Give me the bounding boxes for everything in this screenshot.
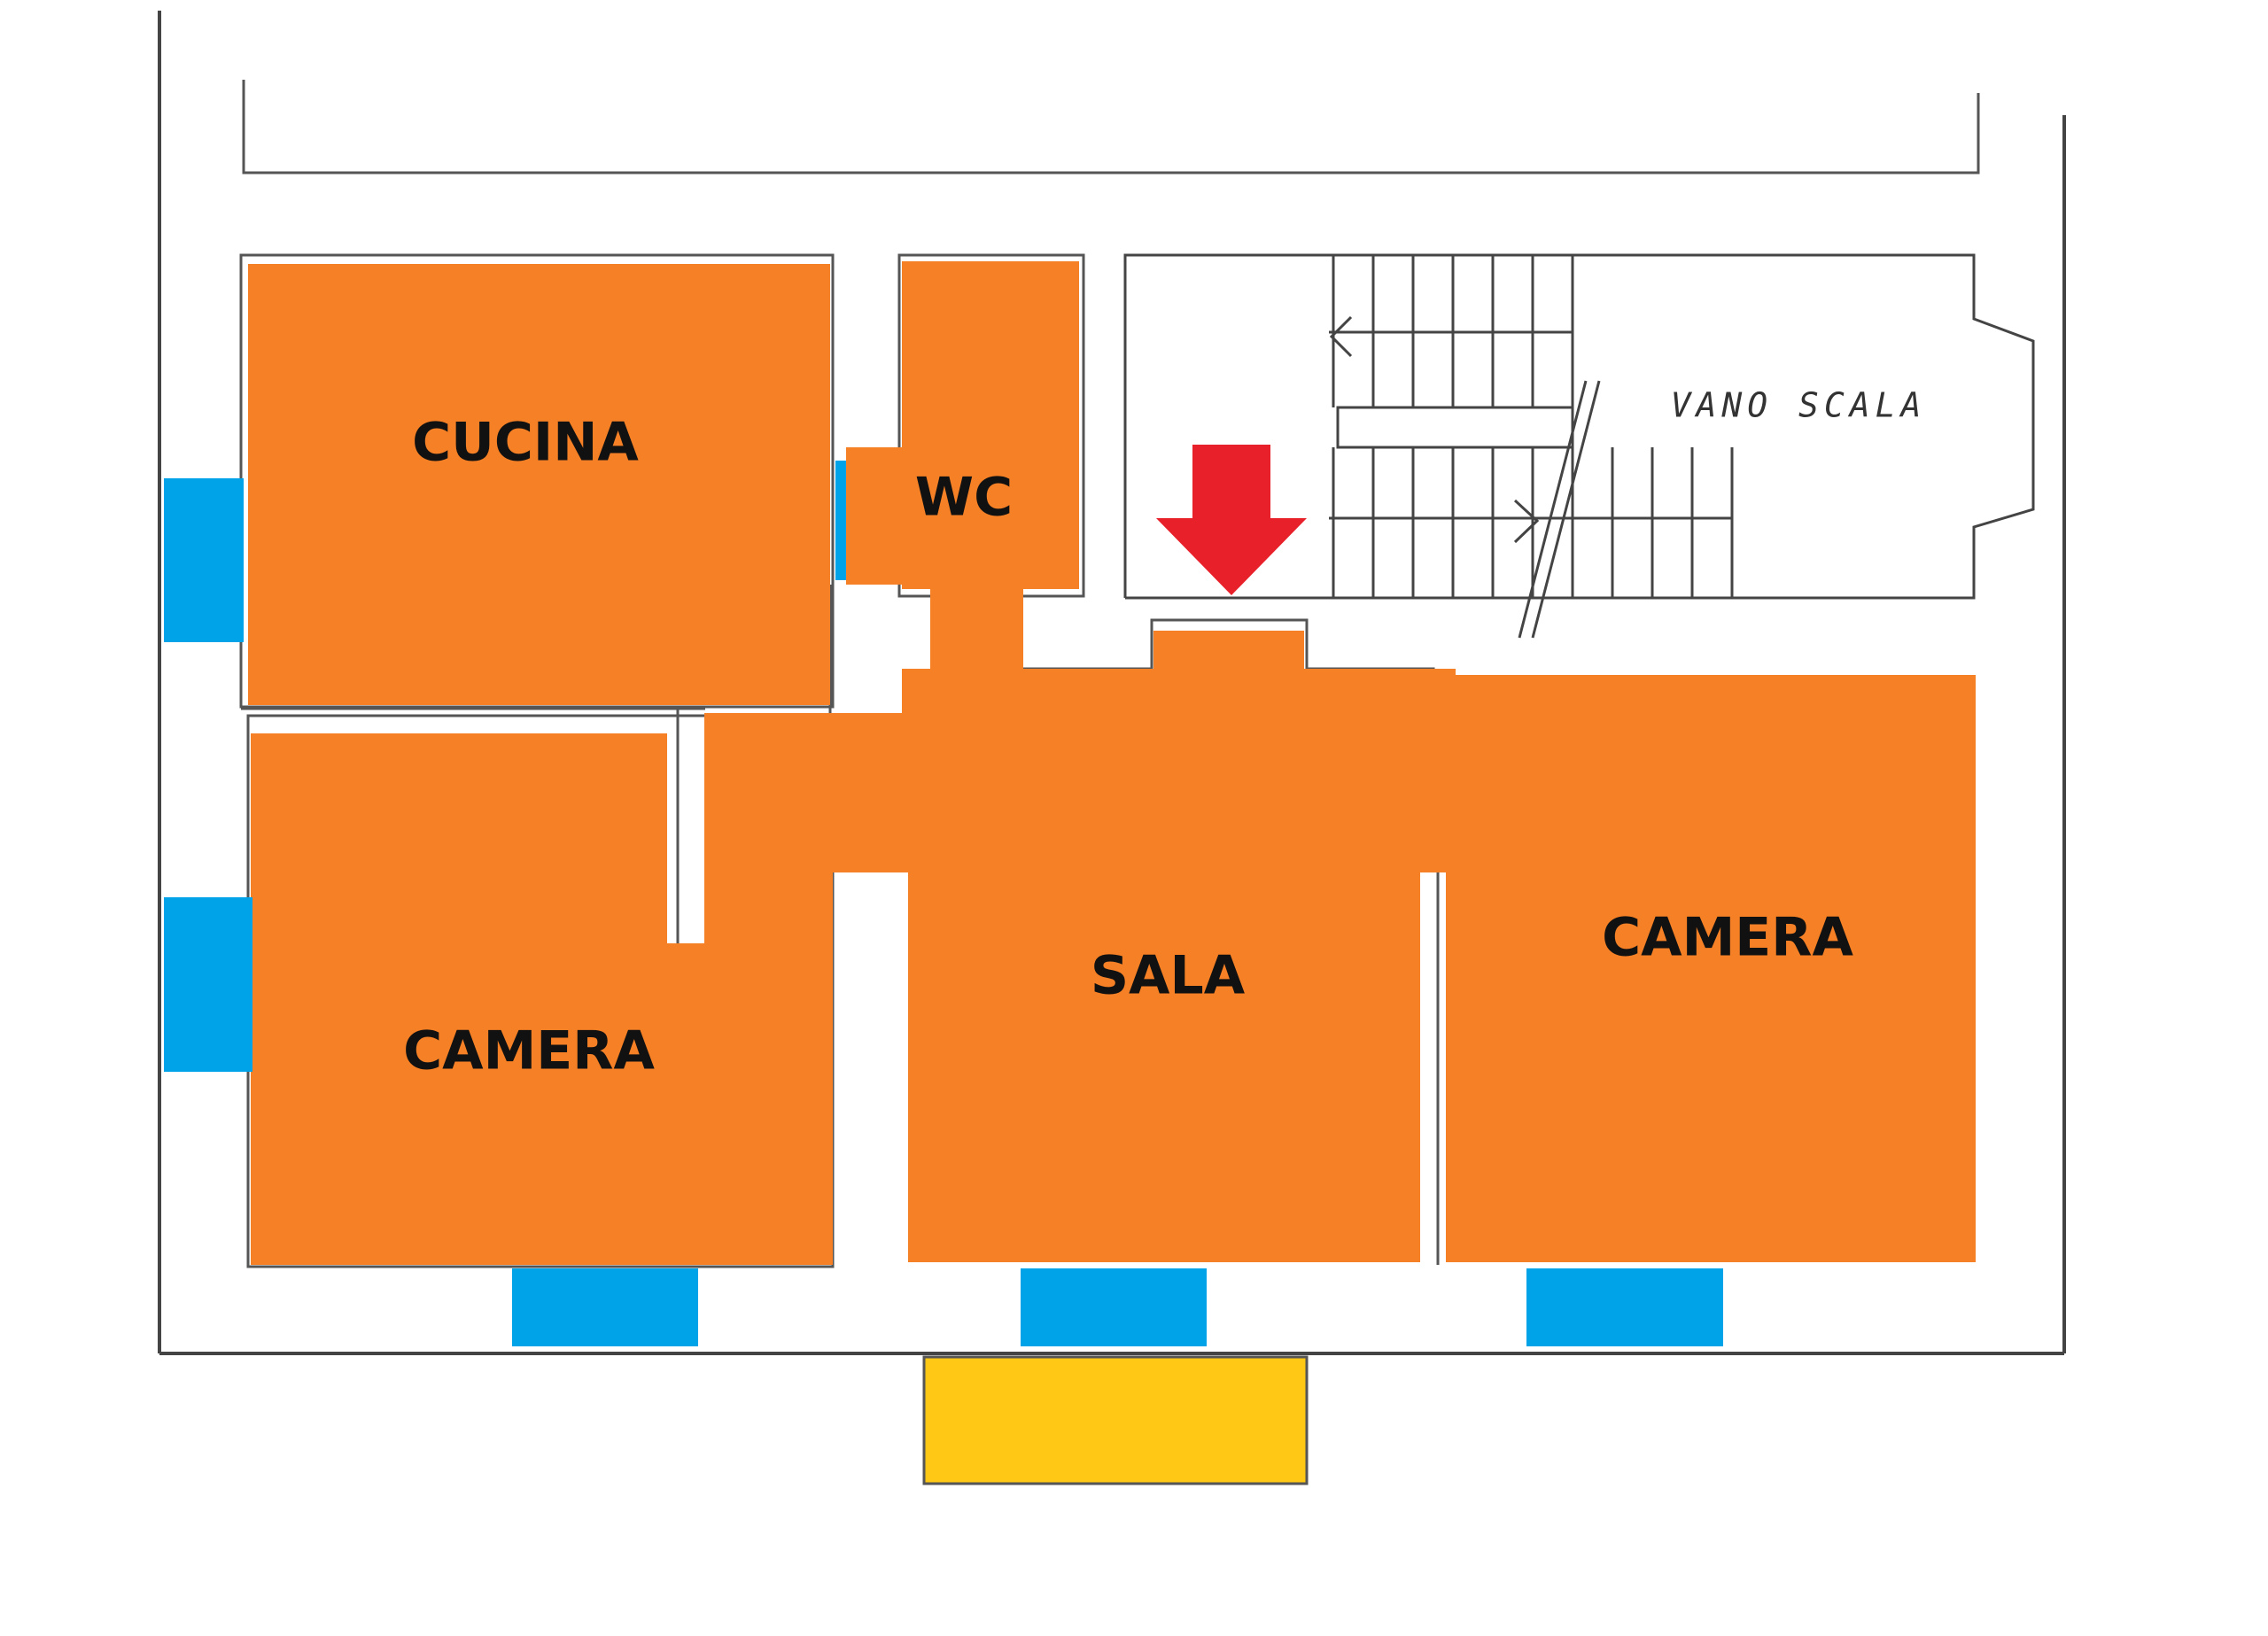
window-wc — [835, 461, 846, 580]
room-label-camera-right: CAMERA — [1602, 907, 1853, 969]
window-sala — [1021, 1268, 1207, 1346]
room-sala — [908, 872, 1420, 1262]
room-label-wc: WC — [915, 467, 1013, 529]
window-camera-left-side — [164, 897, 252, 1072]
rooms — [248, 261, 1976, 1265]
entrance-arrow-icon — [1156, 445, 1307, 595]
window-camera-right — [1526, 1268, 1723, 1346]
stair-treads — [1329, 255, 1734, 598]
stairwell-label: VANO SCALA — [1671, 386, 1927, 425]
windows — [164, 461, 1723, 1346]
balcony — [922, 1355, 1309, 1485]
window-cucina — [164, 478, 244, 642]
stair-break-marks — [1518, 380, 1601, 639]
room-cucina — [248, 264, 830, 705]
room-label-cucina: CUCINA — [412, 412, 639, 474]
room-wc — [846, 261, 1079, 589]
stair-arrow-right — [1513, 499, 1540, 544]
room-camera-right — [1422, 675, 1976, 1262]
stairwell: VANO SCALA — [1123, 253, 2035, 639]
window-camera-left-bottom — [512, 1268, 698, 1346]
stair-arrow-left — [1329, 315, 1353, 358]
building-outline — [158, 11, 2066, 1355]
room-camera-left — [251, 713, 833, 1265]
room-labels: CUCINA WC CAMERA SALA CAMERA — [403, 412, 1853, 1082]
room-label-camera-left: CAMERA — [403, 1020, 655, 1082]
room-label-sala: SALA — [1091, 945, 1246, 1007]
